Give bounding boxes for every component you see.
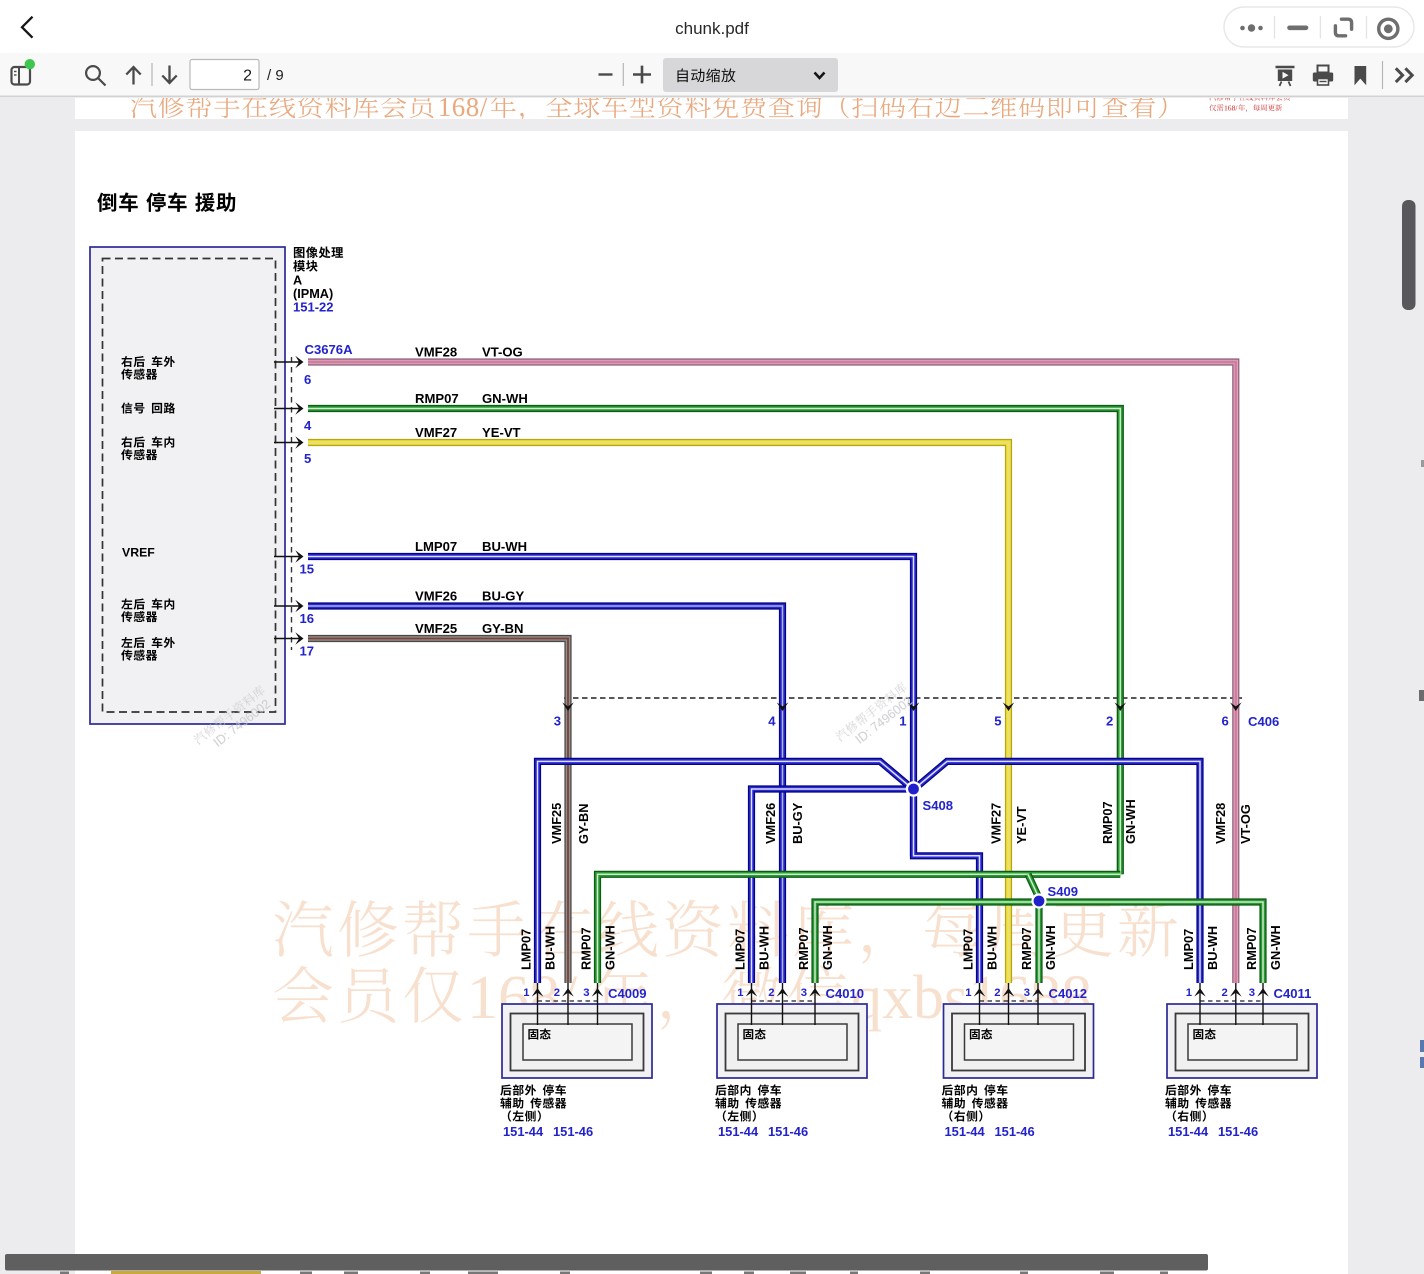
svg-text:1: 1	[737, 987, 743, 999]
svg-text:3: 3	[1024, 987, 1030, 999]
svg-text:151-46: 151-46	[768, 1124, 808, 1139]
svg-text:4: 4	[304, 418, 312, 433]
svg-text:BU-WH: BU-WH	[482, 539, 527, 554]
svg-text:VMF27: VMF27	[415, 425, 457, 440]
svg-text:VREF: VREF	[122, 546, 155, 560]
svg-text:GN-WH: GN-WH	[1268, 925, 1283, 970]
svg-text:S409: S409	[1048, 884, 1079, 899]
svg-text:151-44: 151-44	[945, 1124, 986, 1139]
svg-text:RMP07: RMP07	[415, 391, 459, 406]
svg-text:3: 3	[554, 714, 561, 729]
svg-text:C3676A: C3676A	[305, 342, 354, 357]
svg-text:1: 1	[523, 987, 529, 999]
svg-text:GN-WH: GN-WH	[603, 925, 618, 970]
svg-text:LMP07: LMP07	[519, 929, 534, 970]
svg-text:VMF28: VMF28	[415, 345, 457, 360]
svg-text:2: 2	[1106, 714, 1113, 729]
svg-text:151-46: 151-46	[553, 1124, 593, 1139]
svg-text:RMP07: RMP07	[579, 927, 594, 970]
svg-text:168/: 168/	[438, 92, 488, 122]
svg-text:17: 17	[300, 644, 315, 659]
svg-text:VT-OG: VT-OG	[1238, 804, 1253, 844]
svg-text:BU-WH: BU-WH	[757, 926, 772, 970]
svg-text:1: 1	[1186, 987, 1192, 999]
svg-text:BU-WH: BU-WH	[1205, 926, 1220, 970]
svg-text:2: 2	[994, 987, 1000, 999]
svg-text:C4011: C4011	[1274, 986, 1312, 1001]
svg-text:/ 9: / 9	[267, 67, 284, 84]
svg-text:GY-BN: GY-BN	[482, 621, 523, 636]
svg-text:VMF25: VMF25	[549, 803, 564, 844]
svg-text:3: 3	[583, 987, 589, 999]
svg-text:16: 16	[300, 611, 315, 626]
svg-text:151-22: 151-22	[293, 300, 333, 315]
svg-text:C406: C406	[1248, 714, 1279, 729]
svg-text:GN-WH: GN-WH	[1123, 799, 1138, 844]
svg-text:BU-GY: BU-GY	[790, 802, 805, 844]
svg-text:RMP07: RMP07	[796, 927, 811, 970]
svg-text:151-46: 151-46	[995, 1124, 1035, 1139]
svg-text:A: A	[293, 274, 302, 288]
svg-text:6: 6	[1222, 714, 1229, 729]
svg-text:3: 3	[1249, 987, 1255, 999]
svg-text:2: 2	[243, 68, 252, 85]
svg-text:LMP07: LMP07	[1181, 929, 1196, 970]
svg-text:6: 6	[304, 372, 311, 387]
svg-text:5: 5	[304, 451, 311, 466]
svg-text:VMF26: VMF26	[763, 803, 778, 844]
svg-text:151-44: 151-44	[1168, 1124, 1209, 1139]
svg-text:LMP07: LMP07	[415, 539, 457, 554]
svg-text:RMP07: RMP07	[1100, 801, 1115, 844]
svg-text:GN-WH: GN-WH	[820, 925, 835, 970]
svg-text:151-44: 151-44	[503, 1124, 544, 1139]
svg-text:S408: S408	[923, 798, 954, 813]
svg-text:151-46: 151-46	[1218, 1124, 1258, 1139]
svg-text:5: 5	[994, 714, 1001, 729]
svg-text:VT-OG: VT-OG	[482, 345, 523, 360]
svg-text:BU-WH: BU-WH	[543, 926, 558, 970]
svg-text:BU-GY: BU-GY	[482, 589, 524, 604]
svg-text:2: 2	[768, 987, 774, 999]
svg-text:15: 15	[300, 562, 315, 577]
svg-text:GN-WH: GN-WH	[482, 391, 528, 406]
svg-text:C4012: C4012	[1049, 986, 1088, 1001]
svg-text:RMP07: RMP07	[1244, 927, 1259, 970]
svg-text:LMP07: LMP07	[961, 929, 976, 970]
svg-text:YE-VT: YE-VT	[1014, 806, 1029, 844]
svg-text:YE-VT: YE-VT	[482, 425, 521, 440]
svg-text:(IPMA): (IPMA)	[293, 287, 333, 301]
svg-text:VMF26: VMF26	[415, 589, 457, 604]
svg-text:C4009: C4009	[608, 986, 647, 1001]
svg-text:VMF25: VMF25	[415, 621, 457, 636]
svg-text:1: 1	[965, 987, 971, 999]
svg-text:2: 2	[1222, 987, 1228, 999]
svg-text:168/: 168/	[1224, 104, 1238, 113]
svg-text:BU-WH: BU-WH	[985, 926, 1000, 970]
svg-text:151-44: 151-44	[718, 1124, 759, 1139]
svg-text:3: 3	[801, 987, 807, 999]
svg-text:LMP07: LMP07	[733, 929, 748, 970]
svg-text:chunk.pdf: chunk.pdf	[675, 19, 749, 38]
svg-text:GY-BN: GY-BN	[576, 803, 591, 844]
svg-text:GN-WH: GN-WH	[1043, 925, 1058, 970]
svg-text:VMF27: VMF27	[989, 803, 1004, 844]
svg-text:4: 4	[768, 714, 776, 729]
svg-text:1: 1	[899, 714, 906, 729]
svg-text:C4010: C4010	[826, 986, 865, 1001]
svg-text:VMF28: VMF28	[1213, 803, 1228, 844]
svg-text:2: 2	[554, 987, 560, 999]
svg-text:RMP07: RMP07	[1019, 927, 1034, 970]
